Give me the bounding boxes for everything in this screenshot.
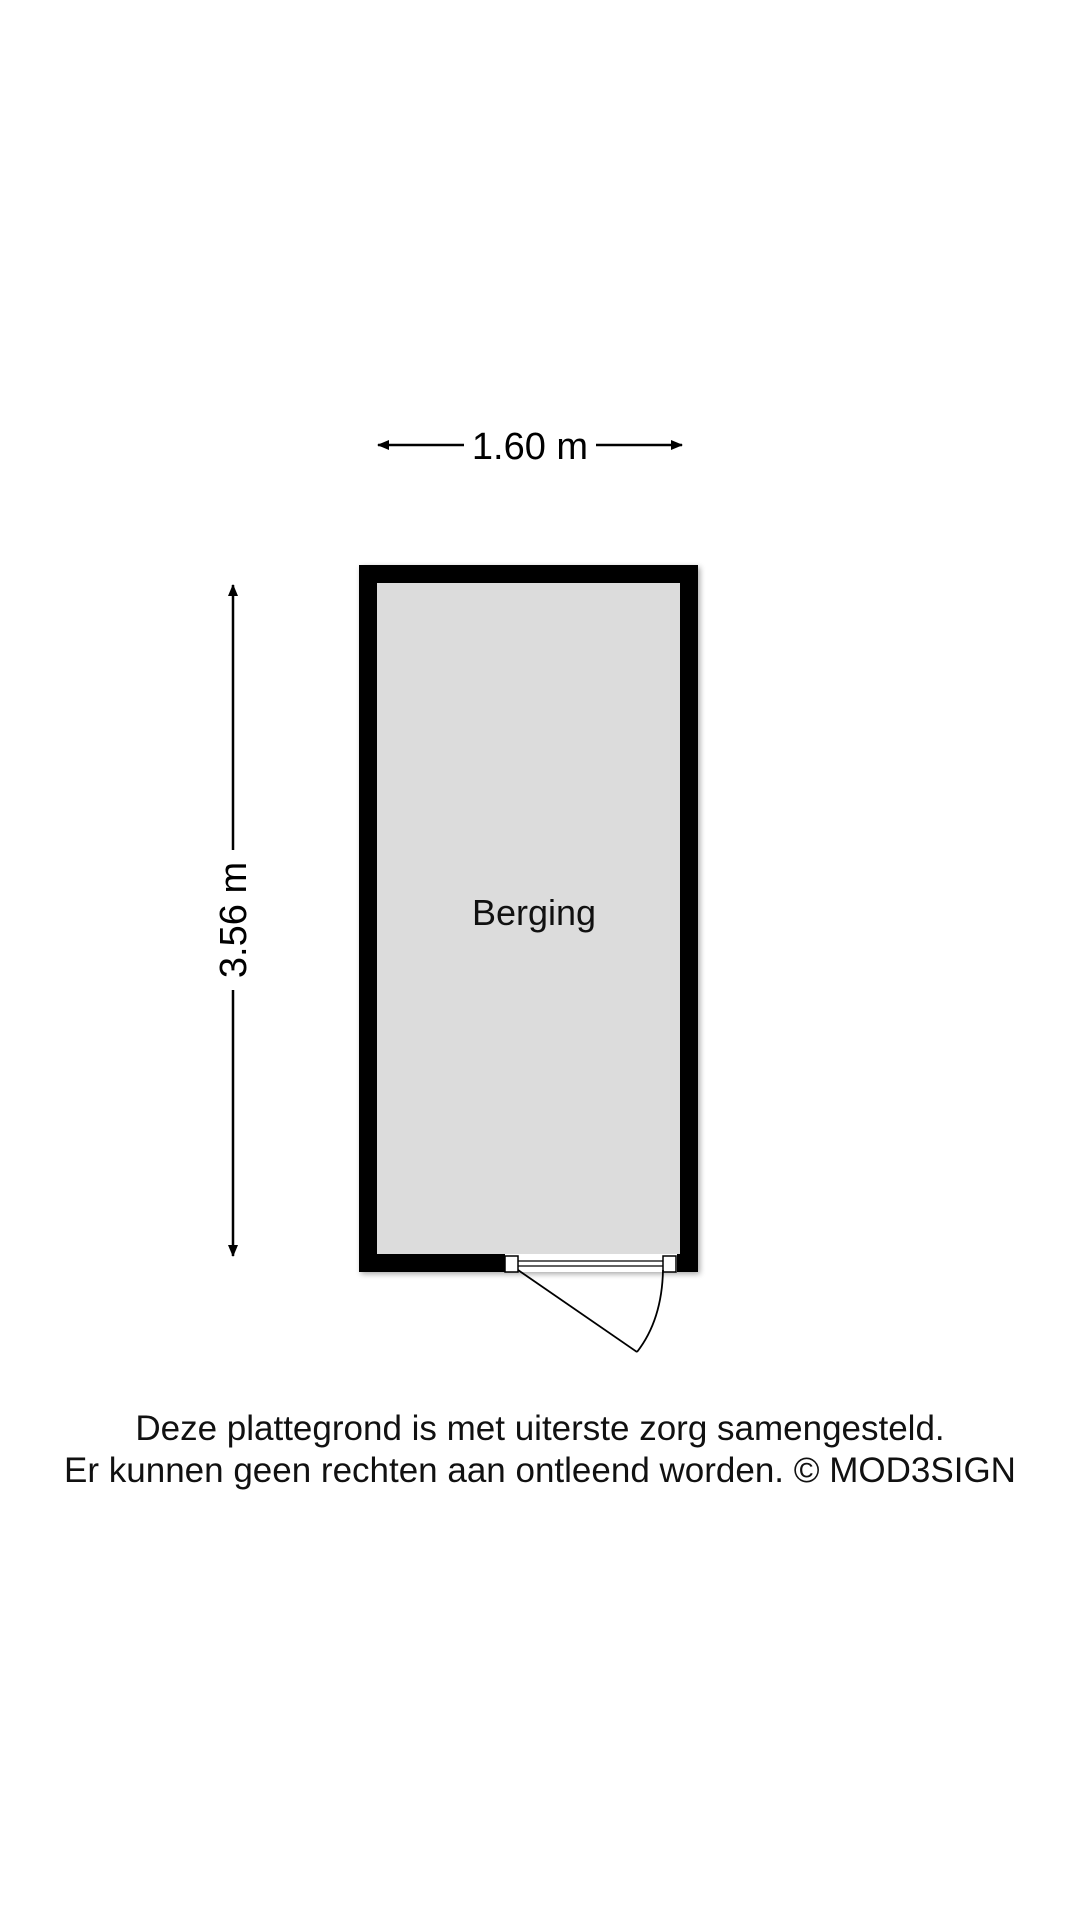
height-dimension-label: 3.56 m — [213, 862, 255, 978]
door-opening — [505, 1254, 677, 1272]
width-dimension: 1.60 m — [377, 426, 683, 468]
door-jamb-left — [504, 1255, 519, 1273]
room-label: Berging — [472, 892, 596, 933]
room-berging — [359, 565, 698, 1272]
disclaimer-line-2: Er kunnen geen rechten aan ontleend word… — [64, 1451, 1016, 1490]
disclaimer-line-1: Deze plattegrond is met uiterste zorg sa… — [135, 1409, 945, 1448]
height-dimension: 3.56 m — [213, 584, 255, 1257]
door-leaf — [517, 1269, 638, 1353]
width-dimension-label: 1.60 m — [472, 426, 588, 468]
door — [504, 1254, 677, 1353]
door-swing-arc — [636, 1269, 664, 1353]
door-jamb-right — [662, 1255, 677, 1273]
room-floor — [377, 583, 680, 1254]
